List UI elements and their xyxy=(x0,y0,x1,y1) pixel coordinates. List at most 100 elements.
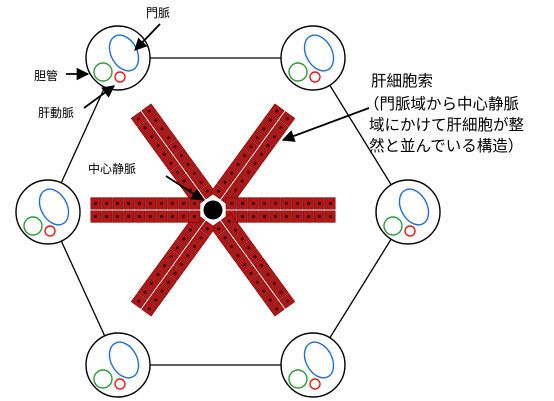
hepatocyte-cell-icon xyxy=(255,282,272,299)
hepatocyte-cell-icon xyxy=(259,266,276,283)
hepatocyte-cell-icon xyxy=(123,197,135,210)
hepatocyte-cell-icon xyxy=(223,238,240,255)
portal-triad-icon xyxy=(85,332,151,398)
portal-tract-circle xyxy=(85,332,151,398)
portal-vein-pointer xyxy=(134,23,161,51)
hepatocyte-cell-icon xyxy=(156,146,173,163)
hepatocyte-cell-icon xyxy=(268,103,285,120)
hepatocyte-cell-icon xyxy=(150,266,167,283)
hepatocyte-cell-icon xyxy=(247,210,259,223)
hepatocyte-cell-icon xyxy=(160,273,177,290)
hepatic-artery-label: 肝動脈 xyxy=(38,106,75,120)
hepatocyte-cell-icon xyxy=(246,155,263,172)
hepatocyte-cell-icon xyxy=(225,197,237,210)
hepatocyte-cell-icon xyxy=(220,212,238,229)
hepatocyte-cell-icon xyxy=(143,275,160,292)
hepatocyte-cell-icon xyxy=(229,247,246,264)
hepatocyte-cell-icon xyxy=(180,247,197,264)
hepatocyte-cell-icon xyxy=(291,197,303,210)
hepatocyte-cord xyxy=(210,212,296,317)
hepatocyte-cell-icon xyxy=(324,210,336,223)
hepatocyte-cell-icon xyxy=(193,174,210,191)
hepatocyte-cell-icon xyxy=(236,256,253,273)
hepatocyte-cell-icon xyxy=(246,248,263,265)
portal-triads xyxy=(15,25,441,398)
hepatocyte-cell-icon xyxy=(147,291,165,308)
hepatocyte-cell-icon xyxy=(266,275,283,292)
hepatocyte-cell-icon xyxy=(210,183,227,200)
hepatocyte-cell-icon xyxy=(280,197,292,210)
hepatocyte-cell-icon xyxy=(223,165,240,182)
hepatocyte-cell-icon xyxy=(150,137,167,154)
portal-triad-icon xyxy=(280,25,346,91)
portal-tract-circle xyxy=(85,25,151,91)
bile-duct-shape xyxy=(288,62,308,82)
hepatocyte-cords xyxy=(90,103,336,317)
hepatocyte-cell-icon xyxy=(145,197,157,210)
hepatocyte-cell-icon xyxy=(266,128,283,145)
hepatocyte-cell-icon xyxy=(134,197,146,210)
hepatocyte-cell-icon xyxy=(141,300,158,317)
hepatocyte-cell-icon xyxy=(123,210,135,223)
hepatocyte-cell-icon xyxy=(160,130,177,147)
central-vein-label: 中心静脈 xyxy=(88,162,137,176)
hepatocyte-cell-icon xyxy=(90,210,102,223)
hepatocyte-cell-icon xyxy=(280,210,292,223)
hepatocyte-cell-icon xyxy=(253,257,270,274)
hepatic-artery-shape xyxy=(404,225,416,237)
hepatocyte-cell-icon xyxy=(210,220,227,237)
hepatocyte-cell-icon xyxy=(233,230,250,247)
portal-vein-label: 門脈 xyxy=(146,6,171,20)
hepatic-cord-desc-line-3: 然と並んでいる構造） xyxy=(369,137,524,155)
portal-vein-shape xyxy=(108,341,140,379)
hepatocyte-cell-icon xyxy=(324,197,336,210)
hepatocyte-cell-icon xyxy=(269,197,281,210)
bile-duct-shape xyxy=(23,216,43,236)
hepatocyte-cell-icon xyxy=(156,257,173,274)
portal-vein-shape xyxy=(398,188,430,226)
hepatocyte-cell-icon xyxy=(130,111,147,128)
portal-tract-circle xyxy=(280,332,346,398)
hepatocyte-cell-icon xyxy=(253,146,270,163)
hepatocyte-cell-icon xyxy=(236,210,248,223)
hepatocyte-cell-icon xyxy=(176,230,193,247)
hepatocyte-cell-icon xyxy=(272,284,289,300)
hepatocyte-cell-icon xyxy=(233,173,250,190)
hepatocyte-cell-icon xyxy=(259,137,276,154)
portal-vein-shape xyxy=(38,188,70,226)
hepatocyte-cell-icon xyxy=(145,210,157,223)
hepatocyte-cord xyxy=(210,103,296,208)
hepatocyte-cell-icon xyxy=(169,239,186,256)
bile-duct-shape xyxy=(93,62,113,82)
portal-triad-icon xyxy=(280,332,346,398)
hepatocyte-cell-icon xyxy=(242,139,259,155)
hepatocyte-cell-icon xyxy=(154,121,171,138)
hepatic-artery-shape xyxy=(309,378,321,390)
hepatic-artery-shape xyxy=(44,225,56,237)
hepatocyte-cell-icon xyxy=(178,210,190,223)
hepatocyte-cell-icon xyxy=(112,210,124,223)
hepatocyte-cell-icon xyxy=(156,197,168,210)
hepatic-artery-shape xyxy=(114,71,126,83)
hepatocyte-cell-icon xyxy=(227,221,244,238)
hepatocyte-cell-icon xyxy=(313,197,325,210)
bile-duct-shape xyxy=(288,369,308,389)
hepatocyte-cell-icon xyxy=(269,210,281,223)
hepatocyte-cell-icon xyxy=(90,197,102,210)
bile-duct-label: 胆管 xyxy=(34,69,59,83)
portal-tract-circle xyxy=(15,179,81,245)
hepatocyte-cell-icon xyxy=(156,210,168,223)
hepatocyte-cell-icon xyxy=(255,121,272,138)
hepatocyte-cell-icon xyxy=(134,210,146,223)
hepatocyte-cell-icon xyxy=(302,197,314,210)
hepatocyte-cell-icon xyxy=(163,248,180,265)
hepatocyte-cell-icon xyxy=(261,112,279,129)
hepatocyte-cell-icon xyxy=(189,197,201,210)
hepatocyte-cell-icon xyxy=(178,197,190,210)
portal-triad-icon xyxy=(375,179,441,245)
hepatocyte-cell-icon xyxy=(279,111,296,128)
hepatocyte-cell-icon xyxy=(279,292,296,309)
portal-triad-icon xyxy=(15,179,81,245)
hepatocyte-cell-icon xyxy=(147,112,165,129)
